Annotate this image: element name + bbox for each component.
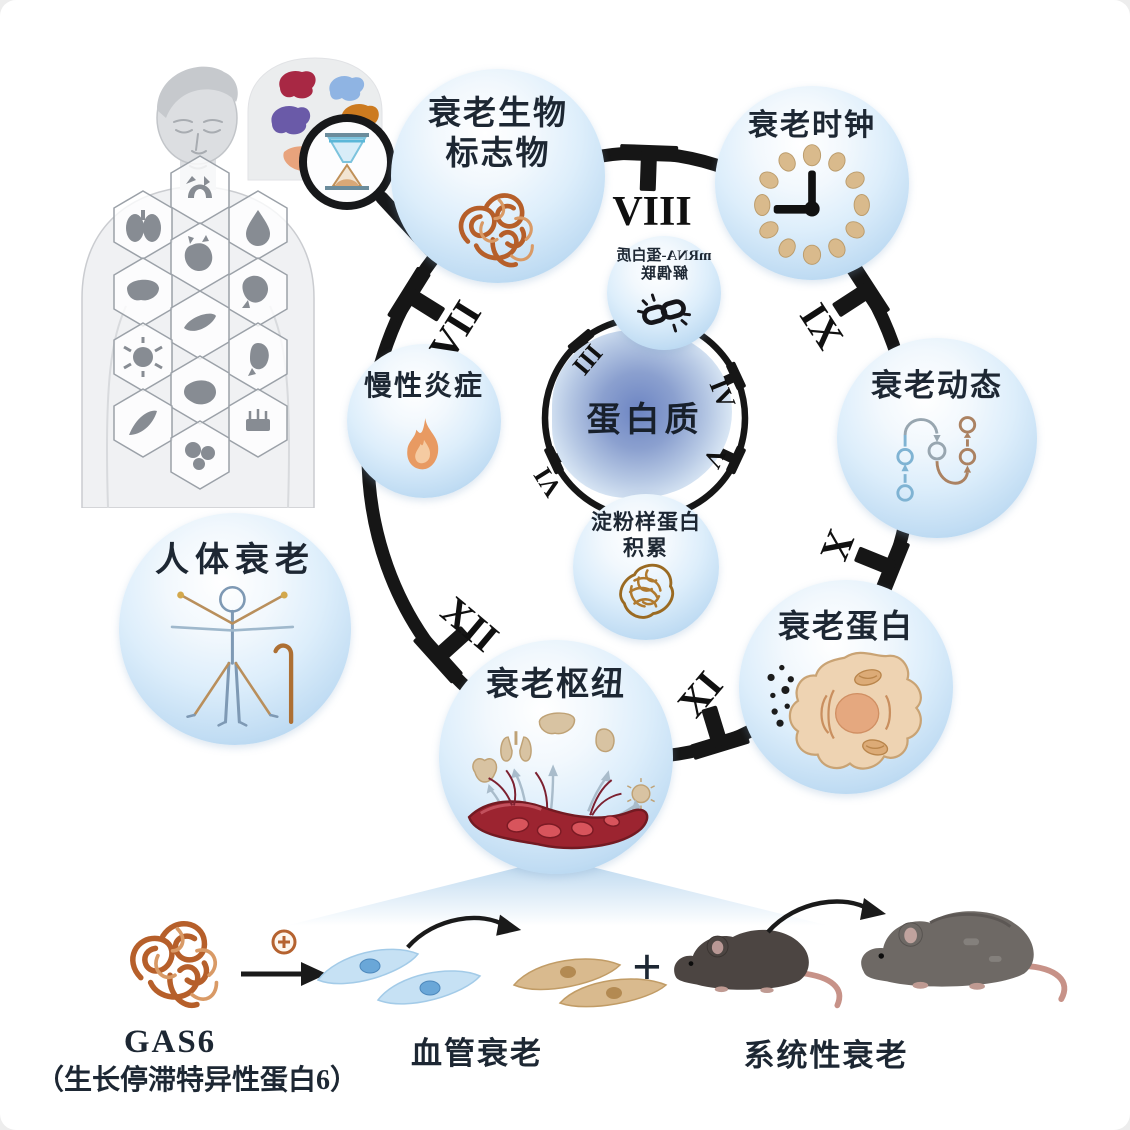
bubble-mrna-protein-decoupling: mRNA-蛋白质 解偶联 [607, 236, 721, 350]
bubble-label: 衰老蛋白 [777, 608, 914, 644]
bubble-amyloid-accumulation: 淀粉样蛋白 积累 [573, 494, 719, 640]
organ-hexagon-grid [113, 155, 288, 490]
bubble-label-line2: 标志物 [445, 136, 551, 172]
broken-link-icon [637, 293, 691, 333]
protein-structure-icon [427, 177, 567, 281]
senescent-cells-icon [512, 958, 668, 1008]
outer-numeral-viii: VIII [612, 189, 692, 235]
young-mouse-icon [674, 929, 843, 1009]
bubble-label: 慢性炎症 [363, 371, 484, 402]
bubble-aging-dynamics: 衰老动态 [837, 338, 1037, 538]
senescent-cell-icon [767, 651, 922, 770]
bubble-label: 人体衰老 [155, 542, 315, 579]
vascular-aging-label: 血管衰老 [411, 1036, 543, 1071]
human-silhouette-organs-illustration [81, 57, 437, 508]
organ-clock-icon [754, 144, 870, 265]
gas6-protein-icon [105, 902, 245, 1024]
vessel-organs-icon [467, 712, 655, 850]
mirrored-label-block: mRNA-蛋白质 解偶联 [607, 248, 721, 283]
bubble-label: 衰老动态 [871, 368, 1003, 403]
bubble-label: 衰老时钟 [748, 109, 876, 142]
protein-center-blob [552, 330, 732, 498]
cell-transition-arrow-icon [406, 914, 522, 949]
protein-center-label: 蛋白质 [586, 402, 704, 439]
aged-mouse-icon [861, 911, 1068, 1002]
bubble-label-line2: 积累 [623, 536, 669, 560]
dynamics-path-icon [896, 416, 977, 502]
vitruvian-man-icon [170, 585, 295, 727]
bubble-label-line2: 解偶联 [640, 265, 689, 282]
gas6-full-name-label: （生长停滞特异性蛋白6） [35, 1065, 358, 1096]
bubble-human-aging: 人体衰老 [119, 513, 351, 745]
flame-icon [407, 418, 439, 470]
stimulation-arrow-icon [241, 929, 327, 986]
bubble-label-line1: 衰老生物 [428, 96, 568, 132]
healthy-cells-icon [316, 948, 482, 1005]
bubble-label-line1: mRNA-蛋白质 [616, 248, 712, 264]
organ-glyphs [123, 176, 270, 470]
bubble-aging-clock: 衰老时钟 [715, 86, 909, 280]
mouse-transition-arrow-icon [766, 898, 886, 934]
plus-sign: + [632, 939, 664, 996]
bubble-senescent-protein: 衰老蛋白 [739, 580, 953, 794]
bubble-aging-hub: 衰老枢纽 [439, 640, 673, 874]
systemic-aging-label: 系统性衰老 [743, 1038, 909, 1073]
bubble-chronic-inflammation: 慢性炎症 [347, 344, 501, 498]
target-organs [472, 712, 651, 804]
bubble-aging-biomarkers: 衰老生物 标志物 [391, 69, 605, 283]
bubble-label: 衰老枢纽 [486, 667, 626, 703]
amyloid-fibril-icon [619, 563, 675, 619]
secreted-dots [767, 664, 794, 727]
gas6-name-label: GAS6 [123, 1024, 217, 1060]
bubble-label-line1: 淀粉样蛋白 [591, 510, 701, 534]
